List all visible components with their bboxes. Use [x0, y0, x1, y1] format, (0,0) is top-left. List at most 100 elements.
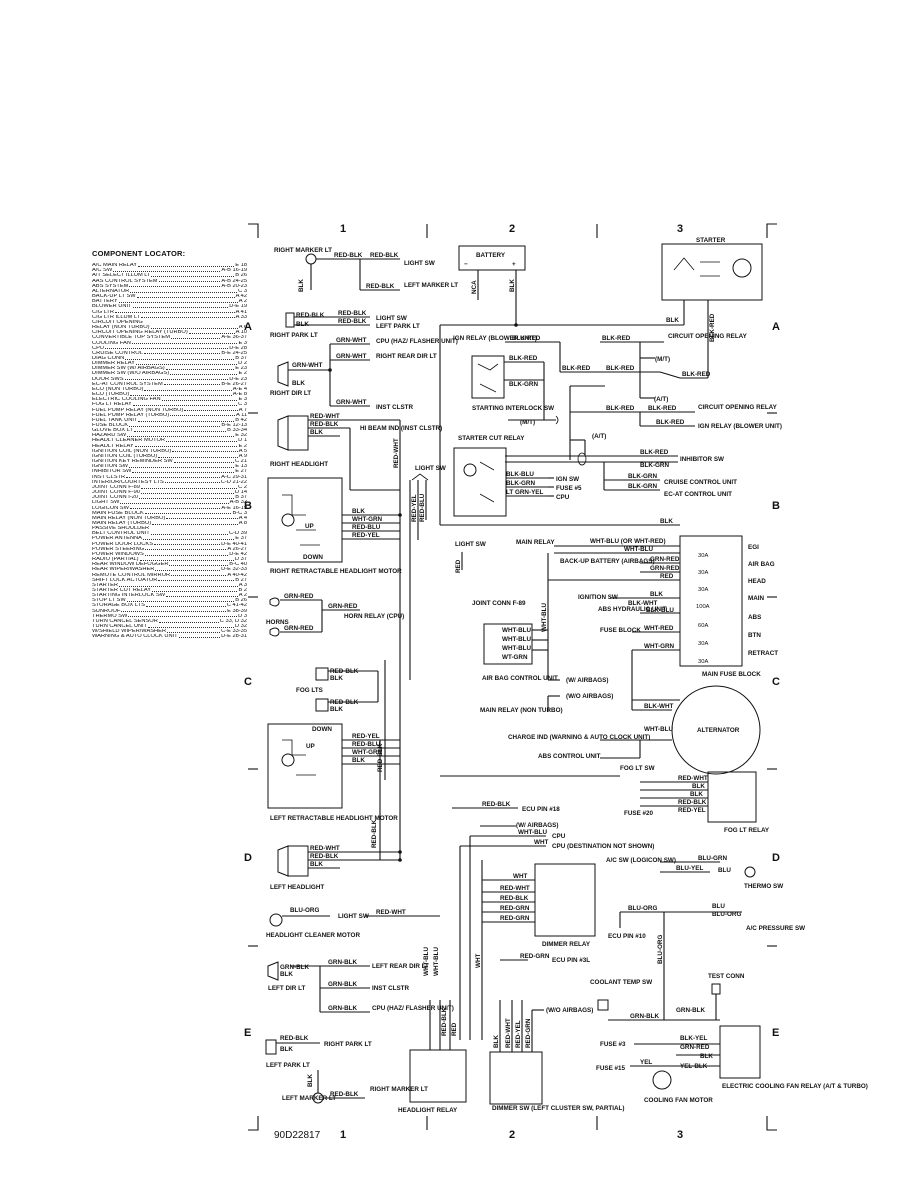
svg-text:RED-BLK: RED-BLK — [482, 801, 511, 808]
locator-entry-name: INTERIOR/COURTESY LTS — [92, 479, 164, 485]
locator-leader — [145, 603, 226, 608]
locator-leader — [144, 552, 229, 556]
locator-entry-ref: C-E 33-35 — [221, 629, 247, 635]
svg-text:BLK-RED: BLK-RED — [562, 365, 591, 372]
locator-entry-ref: A 42 — [235, 294, 247, 300]
locator-entry-name: TURN CANCEL SENSOR — [92, 618, 158, 624]
svg-text:WHT: WHT — [534, 839, 548, 846]
svg-text:FUSE #3: FUSE #3 — [600, 1041, 626, 1048]
svg-text:FUSE #20: FUSE #20 — [624, 810, 654, 817]
svg-text:COOLING FAN MOTOR: COOLING FAN MOTOR — [644, 1097, 713, 1104]
locator-leader — [143, 351, 221, 355]
svg-text:WHT-BLU: WHT-BLU — [423, 947, 430, 976]
locator-leader — [158, 454, 238, 458]
locator-leader — [151, 273, 235, 278]
svg-text:RED-BLU: RED-BLU — [352, 741, 381, 748]
svg-text:MAIN FUSE BLOCK: MAIN FUSE BLOCK — [702, 671, 761, 678]
svg-text:RED-YEL: RED-YEL — [515, 1020, 522, 1048]
svg-text:BLU-ORG: BLU-ORG — [712, 911, 741, 918]
svg-text:UP: UP — [305, 523, 314, 530]
svg-text:A/C SW (LOGICON SW): A/C SW (LOGICON SW) — [606, 857, 676, 864]
row-label: C — [244, 676, 252, 688]
svg-text:WHT: WHT — [513, 873, 527, 880]
locator-leader — [140, 485, 238, 489]
locator-entry-name: JOINT CONN I-20 — [92, 495, 139, 501]
svg-text:LEFT REAR DIR LT: LEFT REAR DIR LT — [372, 963, 429, 970]
locator-leader — [172, 449, 238, 453]
starting-interlock: STARTING INTERLOCK SW BLK-RED BLK-GRN (M… — [471, 355, 559, 426]
right-retract-motor: UP DOWN RIGHT RETRACTABLE HEADLIGHT MOTO… — [267, 477, 402, 575]
row-label: B — [244, 500, 252, 512]
svg-text:WHT-RED: WHT-RED — [644, 625, 674, 632]
svg-text:BLK: BLK — [660, 518, 673, 525]
locator-leader — [141, 315, 235, 319]
svg-text:WHT-BLU: WHT-BLU — [624, 546, 653, 553]
svg-text:LIGHT SW: LIGHT SW — [338, 913, 369, 920]
svg-text:RED-WHT: RED-WHT — [393, 438, 400, 468]
locator-entry-ref: A-B 24-25 — [221, 278, 247, 284]
locator-entry-name: DIMMER SW (W/ AIRBAGS) — [92, 366, 165, 372]
svg-text:ECU PIN #18: ECU PIN #18 — [522, 806, 560, 813]
locator-leader — [121, 609, 227, 613]
locator-leader — [130, 392, 232, 396]
svg-text:BLU: BLU — [718, 867, 731, 874]
figure-code: 90D22817 — [274, 1130, 321, 1141]
locator-leader — [120, 500, 229, 504]
locator-entry-name: JOINT CONN F-90 — [92, 490, 140, 496]
svg-text:BLK: BLK — [650, 591, 663, 598]
locator-leader — [166, 438, 238, 443]
locator-leader — [128, 614, 238, 618]
svg-text:FOG LTS: FOG LTS — [296, 687, 323, 694]
locator-entry-ref: A-E 4 — [232, 386, 247, 392]
svg-text:WHT-GRN: WHT-GRN — [644, 643, 675, 650]
row-label: B — [772, 500, 780, 512]
svg-text:CPU (HAZ/ FLASHER UNIT): CPU (HAZ/ FLASHER UNIT) — [372, 1005, 454, 1012]
main-fuse-block: MAIN FUSE BLOCK EGI AIR BAG HEAD MAIN AB… — [679, 535, 778, 678]
svg-text:(M/T): (M/T) — [655, 356, 670, 363]
locator-leader — [158, 578, 235, 582]
locator-entry-ref: A 3 — [238, 582, 247, 588]
locator-entry-name: THERMO SW — [92, 613, 128, 619]
svg-text:RED-GRN: RED-GRN — [520, 953, 550, 960]
locator-entry-name: MAIN RELAY (NON TURBO) — [92, 515, 166, 521]
svg-text:GRN-BLK: GRN-BLK — [328, 981, 357, 988]
svg-text:(W/O AIRBAGS): (W/O AIRBAGS) — [546, 1007, 593, 1014]
svg-text:HEAD: HEAD — [748, 578, 766, 585]
locator-entry-ref: A-E 8 — [232, 392, 247, 398]
locator-leader — [119, 583, 238, 587]
locator-leader — [139, 557, 234, 561]
svg-text:FOG LT RELAY: FOG LT RELAY — [724, 827, 770, 834]
locator-leader — [132, 304, 229, 309]
svg-text:RED-BLK: RED-BLK — [338, 318, 367, 325]
svg-text:LEFT HEADLIGHT: LEFT HEADLIGHT — [270, 884, 324, 891]
locator-entry-ref: D 2 — [238, 361, 247, 367]
svg-text:RED-WHT: RED-WHT — [310, 845, 340, 852]
locator-entry-name: CONVERTIBLE TOP SYSTEM — [92, 335, 170, 341]
svg-text:NCA: NCA — [471, 280, 478, 294]
locator-entry-ref: A-C 29-31 — [221, 474, 247, 480]
locator-entry-name: STARTING INTERLOCK SW — [92, 593, 166, 599]
locator-entry-name: TURN CANCEL UNIT — [92, 624, 148, 630]
alternator: ALTERNATOR BLK-WHT CHARGE IND (WARNING &… — [508, 685, 761, 775]
locator-entry-ref: E 23 — [235, 366, 247, 372]
svg-text:INST CLSTR: INST CLSTR — [372, 985, 410, 992]
svg-text:GRN-BLK: GRN-BLK — [676, 1007, 705, 1014]
main-fuse-feed: BLK — [440, 518, 680, 526]
locator-leader — [167, 629, 221, 633]
svg-text:DOWN: DOWN — [312, 726, 332, 733]
svg-text:BLK-BLU: BLK-BLU — [506, 471, 534, 478]
locator-leader — [144, 387, 232, 391]
svg-text:CPU (DESTINATION NOT SHOWN): CPU (DESTINATION NOT SHOWN) — [552, 843, 654, 850]
svg-text:GRN-RED: GRN-RED — [328, 603, 358, 610]
starter: STARTER BLK-RED BLK — [440, 237, 763, 348]
svg-text:WHT-BLU: WHT-BLU — [502, 636, 531, 643]
locator-entry-ref: E 32 — [235, 433, 247, 439]
